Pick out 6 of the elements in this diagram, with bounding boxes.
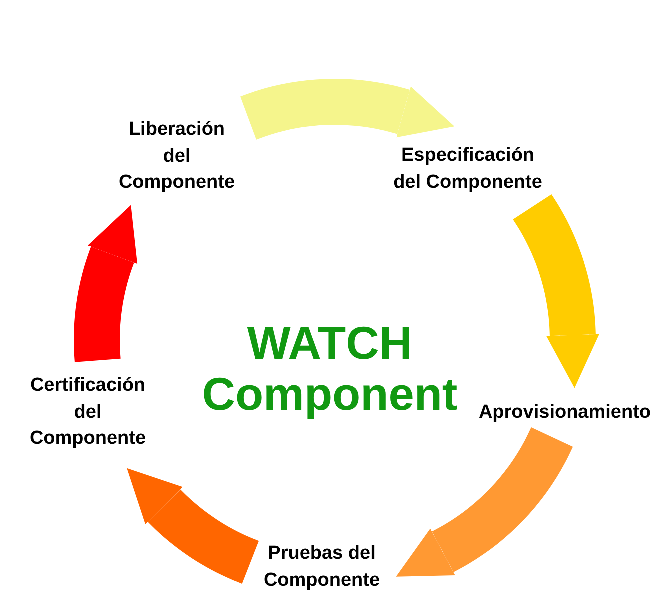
stage-label: Liberación del Componente xyxy=(117,116,237,198)
stage-label: Especificación del Componente xyxy=(393,143,543,197)
center-title: WATCH Component xyxy=(201,318,459,420)
stage-label: Certificación del Componente xyxy=(23,372,153,454)
stage-label: Pruebas del Componente xyxy=(262,541,382,595)
stage-label: Aprovisionamiento xyxy=(470,400,660,426)
